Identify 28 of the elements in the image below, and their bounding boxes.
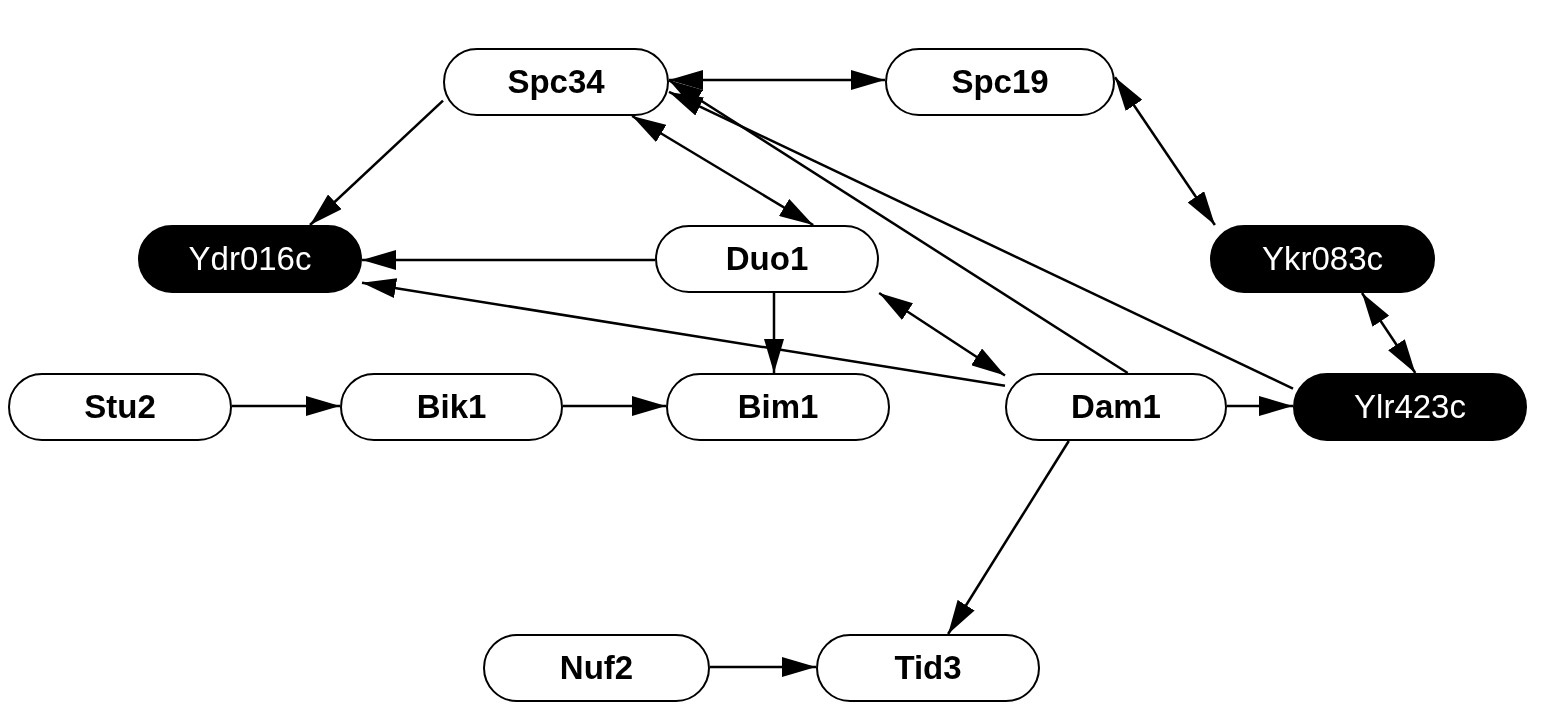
arrow [232,396,340,416]
arrow [1113,76,1216,226]
protein-node: Duo1 [655,225,879,293]
protein-node: Ykr083c [1210,225,1435,293]
arrow [764,293,784,373]
arrow [563,396,666,416]
protein-node: Ydr016c [138,225,362,293]
arrow [1360,292,1417,374]
protein-node: Stu2 [8,373,232,441]
arrow [1227,396,1293,416]
arrow [878,291,1006,377]
protein-node: Bim1 [666,373,890,441]
protein-node: Bik1 [340,373,563,441]
protein-node: Spc34 [443,48,669,116]
arrow [947,440,1070,635]
protein-node: Tid3 [816,634,1040,702]
arrow [631,114,814,227]
arrow [361,278,1006,388]
arrow [309,99,444,226]
protein-node: Spc19 [885,48,1115,116]
arrow [668,90,1294,390]
protein-node: Dam1 [1005,373,1227,441]
protein-node: Nuf2 [483,634,710,702]
arrow [710,657,816,677]
arrow [669,70,885,90]
arrow [668,79,1129,375]
arrow [362,250,655,270]
protein-node: Ylr423c [1293,373,1527,441]
